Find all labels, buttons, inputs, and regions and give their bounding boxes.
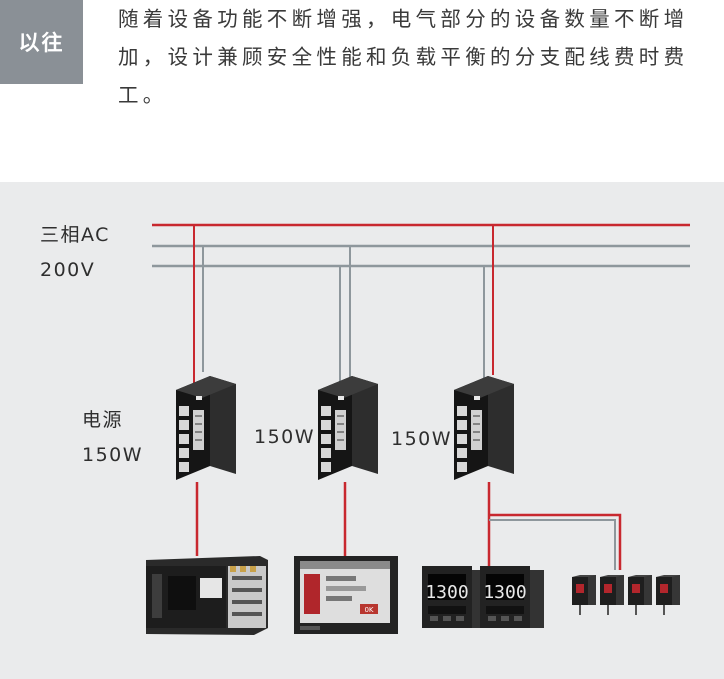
- temperature-controller-1: 1300: [422, 566, 486, 628]
- intro-paragraph: 随着设备功能不断增强，电气部分的设备数量不断增加，设计兼顾安全性能和负载平衡的分…: [118, 7, 689, 107]
- controller-display-1: 1300: [425, 582, 468, 603]
- psu3-label: 150W: [391, 428, 452, 450]
- psu-caption-line2: 150W: [82, 444, 143, 466]
- power-supply-unit-2: [317, 375, 379, 481]
- hmi-touch-panel: 0K: [294, 556, 398, 634]
- power-supply-unit-1: [175, 375, 237, 481]
- temperature-controller-2: 1300: [480, 566, 544, 628]
- wiring-diagram-panel: 0K 1300 1300 三相AC 200V 电源 150W 150W 150W: [0, 182, 724, 679]
- controller-display-2: 1300: [483, 582, 526, 603]
- section-badge: 以往: [0, 0, 83, 84]
- wiring-diagram: 0K 1300 1300 三相AC 200V 电源 150W 150W 150W: [40, 223, 690, 635]
- supply-label-line1: 三相AC: [40, 224, 110, 246]
- supply-label-line2: 200V: [40, 259, 95, 281]
- sensor-2: [599, 574, 625, 616]
- psu2-label: 150W: [254, 426, 315, 448]
- branch-red: [489, 513, 622, 570]
- sensor-1: [571, 574, 597, 616]
- power-supply-unit-3: [453, 375, 515, 481]
- sensor-4: [655, 574, 681, 616]
- psu-caption-line1: 电源: [82, 409, 123, 431]
- plc-device: [146, 556, 268, 635]
- hmi-button-label: 0K: [364, 606, 373, 614]
- branch-gray: [489, 519, 616, 570]
- sensor-3: [627, 574, 653, 616]
